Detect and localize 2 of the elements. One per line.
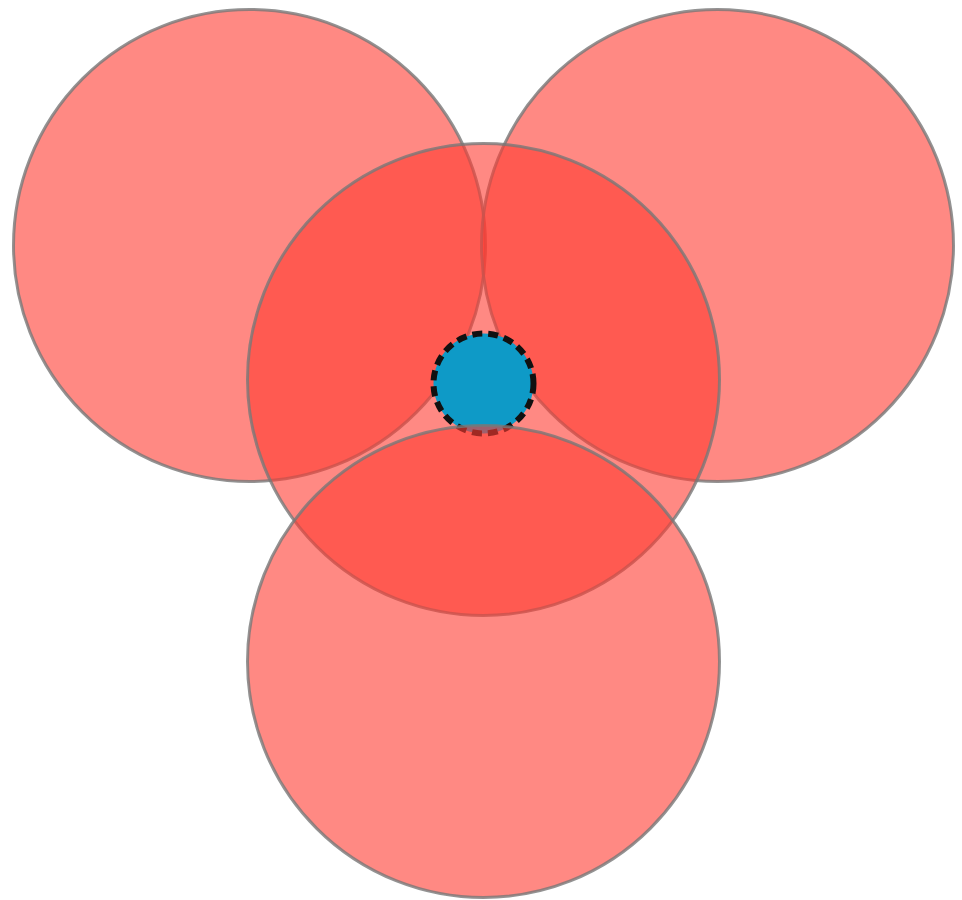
center-dot [431,331,537,437]
venn-circle [246,424,722,900]
